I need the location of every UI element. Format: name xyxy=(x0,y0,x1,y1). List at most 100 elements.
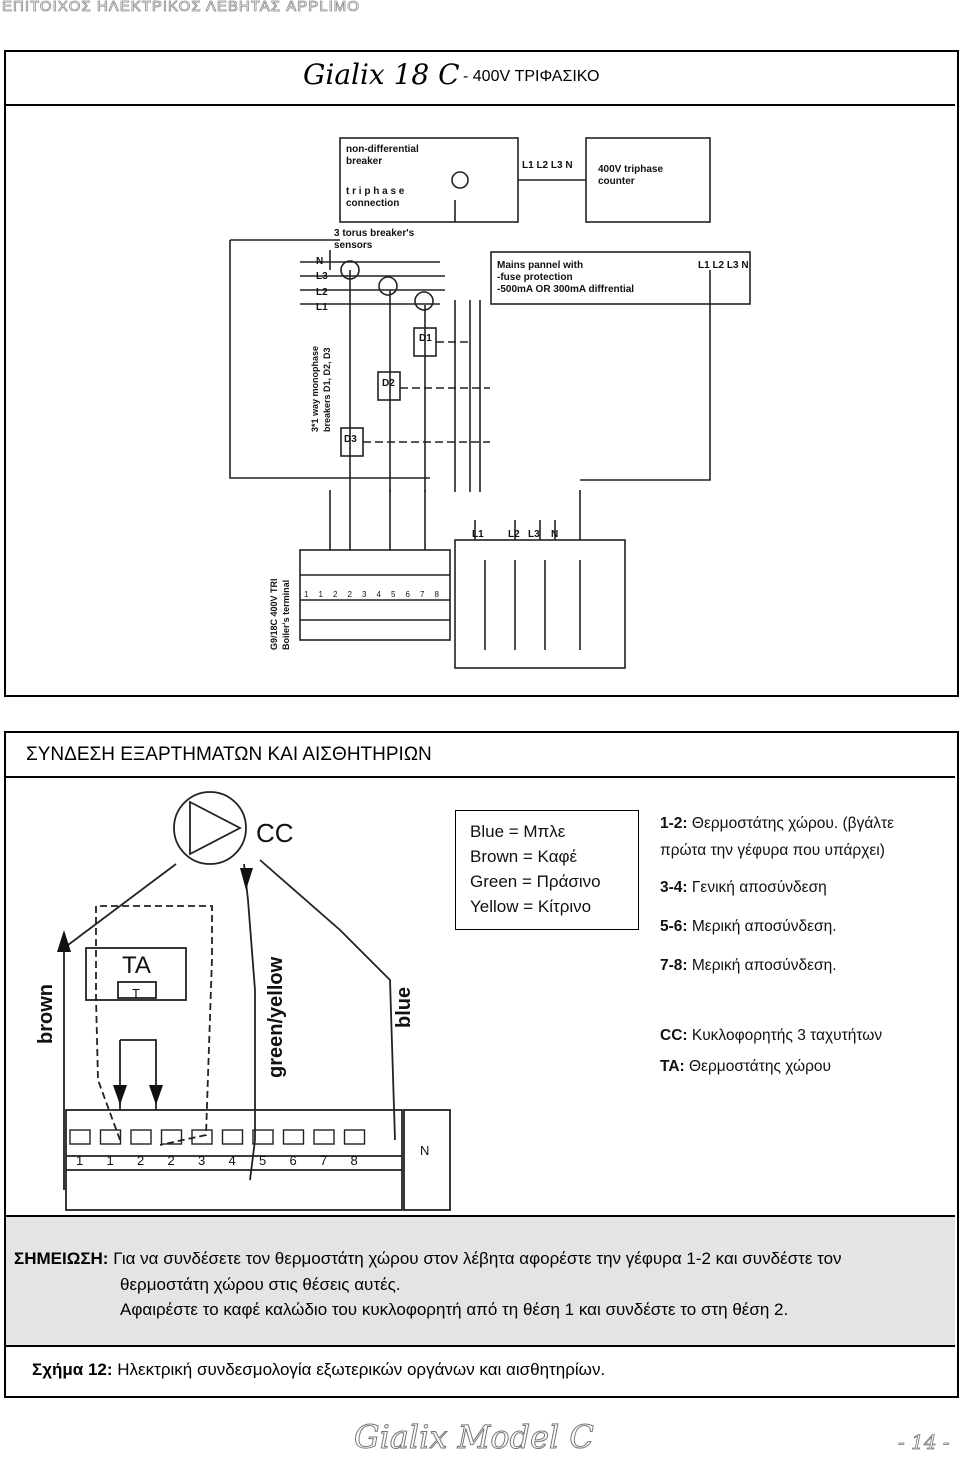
legend-blue: Blue = Μπλε xyxy=(470,822,566,841)
line-right-label: L1 L2 L3 N xyxy=(698,260,749,271)
mains-label-2: -fuse protection xyxy=(497,272,573,283)
boiler-terminal-number: 4 xyxy=(377,590,382,599)
terminal-screw xyxy=(130,1129,152,1145)
wiring-diagram: non-differential breaker t r i p h a s e… xyxy=(229,137,751,669)
legend-yellow: Yellow = Κίτρινο xyxy=(470,897,592,916)
note-bottom-divider xyxy=(6,1345,955,1347)
breaker-d3: D3 xyxy=(344,434,357,445)
blue-label: blue xyxy=(393,987,415,1028)
boiler-terminal-number: 2 xyxy=(348,590,353,599)
phase-label-l2: L2 xyxy=(508,529,520,540)
connection-panel xyxy=(4,731,959,1398)
legend-green: Green = Πράσινο xyxy=(470,872,601,891)
torus-label-1: 3 torus breaker's xyxy=(334,228,415,239)
counter-label-1: 400V triphase xyxy=(598,164,663,175)
note-1-2-cont: πρώτα την γέφυρα που υπάρχει) xyxy=(660,842,885,859)
note-7-8: 7-8: Μερική αποσύνδεση. xyxy=(660,957,837,974)
panel-title: - 400V ΤΡΙΦΑΣΙΚΟ xyxy=(463,68,600,85)
counter-label-2: counter xyxy=(598,176,635,187)
note-line-3: Αφαιρέστε το καφέ καλώδιο του κυκλοφορητ… xyxy=(120,1300,789,1319)
document-header: ΕΠΙΤΟΙΧΟΣ ΗΛΕΚΤΡΙΚΟΣ ΛΕΒΗΤΑΣ APPLIMO xyxy=(2,0,360,15)
brown-label: brown xyxy=(35,984,57,1044)
panel-title-bar xyxy=(6,52,955,106)
mains-label-1: Mains pannel with xyxy=(497,260,583,271)
note-top-divider xyxy=(6,1215,955,1217)
terminal-number: 3 xyxy=(198,1153,205,1168)
terminal-screw xyxy=(69,1129,91,1145)
bus-label-n: N xyxy=(316,256,323,267)
terminal-number: 2 xyxy=(168,1153,175,1168)
terminal-diagram: CC TA T brown green/yellow blue N 1 1 2 2 3 4… xyxy=(35,791,451,1211)
ta-arrow-right xyxy=(149,1085,163,1105)
terminal-screw xyxy=(313,1129,335,1145)
boiler-terminal-number: 8 xyxy=(435,590,440,599)
terminal-number: 7 xyxy=(320,1153,327,1168)
boiler-terminal-number: 7 xyxy=(420,590,425,599)
mains-panel-box xyxy=(490,251,751,305)
terminal-number: 6 xyxy=(290,1153,297,1168)
phase-label-l3: L3 xyxy=(528,529,540,540)
note-ta: TA: Θερμοστάτης χώρου xyxy=(660,1058,832,1075)
boiler-terminal-number: 1 xyxy=(319,590,324,599)
note-cc: CC: Κυκλοφορητής 3 ταχυτήτων xyxy=(660,1027,883,1044)
brown-arrow xyxy=(57,930,71,952)
terminal-number: 4 xyxy=(229,1153,236,1168)
note-3-4: 3-4: Γενική αποσύνδεση xyxy=(660,879,827,896)
note-1-2: 1-2: Θερμοστάτης χώρου. (βγάλτε xyxy=(660,815,895,832)
wiring-panel xyxy=(4,50,959,697)
figure-caption: Σχήμα 12: Ηλεκτρική συνδεσμολογία εξωτερ… xyxy=(32,1360,606,1379)
note-5-6: 5-6: Μερική αποσύνδεση. xyxy=(660,918,837,935)
boiler-terminal-number: 1 xyxy=(304,590,309,599)
line-top-label: L1 L2 L3 N xyxy=(522,160,573,171)
terminal-screw xyxy=(252,1129,274,1145)
note-line-2: θερμοστάτη χώρου στις θέσεις αυτές. xyxy=(120,1275,401,1294)
boiler-label-1: G9/18C 400V TRI xyxy=(269,578,279,650)
color-legend: Blue = Μπλε Brown = Καφέ Green = Πράσινο… xyxy=(455,810,639,930)
ta-label: TA xyxy=(122,952,151,979)
triphase-label-1: t r i p h a s e xyxy=(346,186,405,197)
legend-brown: Brown = Καφέ xyxy=(470,847,578,866)
boiler-label-2: Boiler's terminal xyxy=(281,580,291,650)
terminal-number: 1 xyxy=(76,1153,83,1168)
breaker-d1: D1 xyxy=(419,333,432,344)
boiler-terminal-number: 2 xyxy=(333,590,338,599)
section-divider xyxy=(6,776,955,778)
note-line-1: ΣΗΜΕΙΩΣΗ: Για να συνδέσετε τον θερμοστάτ… xyxy=(14,1249,842,1268)
torus-label-2: sensors xyxy=(334,240,373,251)
terminal-number: 2 xyxy=(137,1153,144,1168)
boiler-terminal-number: 6 xyxy=(406,590,411,599)
breaker-d2: D2 xyxy=(382,378,395,389)
terminal-screw xyxy=(221,1129,244,1145)
terminal-n-label: N xyxy=(420,1143,429,1158)
green-yellow-arrow xyxy=(240,868,253,890)
page-number: - 14 - xyxy=(898,1430,950,1455)
terminal-screw xyxy=(282,1129,305,1145)
section-title: ΣΥΝΔΕΣΗ ΕΞΑΡΤΗΜΑΤΩΝ ΚΑΙ ΑΙΣΘΗΤΗΡΙΩΝ xyxy=(26,744,432,765)
footer-model: Gialix Model C xyxy=(354,1418,595,1457)
terminal-number: 5 xyxy=(259,1153,266,1168)
boiler-terminal-number: 5 xyxy=(391,590,396,599)
terminal-screw xyxy=(191,1129,213,1145)
triphase-label-2: connection xyxy=(346,198,399,209)
monophase-label-2: breakers D1, D2, D3 xyxy=(322,347,332,432)
terminal-screw xyxy=(160,1129,183,1145)
terminal-screw xyxy=(99,1129,122,1145)
model-name: Gialix 18 C xyxy=(303,58,460,91)
t-label: T xyxy=(132,986,140,1001)
note-box: ΣΗΜΕΙΩΣΗ: Για να συνδέσετε τον θερμοστάτ… xyxy=(6,1217,955,1345)
terminal-number: 8 xyxy=(351,1153,358,1168)
breaker-label-2: breaker xyxy=(346,156,382,167)
monophase-label-1: 3*1 way monophase xyxy=(310,346,320,432)
mains-label-3: -500mA OR 300mA diffrential xyxy=(497,284,634,295)
cc-label: CC xyxy=(256,818,294,848)
phase-label-l1: L1 xyxy=(472,529,484,540)
breaker-label-1: non-differential xyxy=(346,144,419,155)
phase-label-n: N xyxy=(551,529,558,540)
bus-label-l3: L3 xyxy=(316,271,328,282)
ta-arrow-left xyxy=(113,1085,127,1105)
green-yellow-label: green/yellow xyxy=(265,956,287,1078)
bus-label-l1: L1 xyxy=(316,302,328,313)
terminal-number: 1 xyxy=(107,1153,114,1168)
terminal-screw xyxy=(343,1129,366,1145)
bus-label-l2: L2 xyxy=(316,287,328,298)
